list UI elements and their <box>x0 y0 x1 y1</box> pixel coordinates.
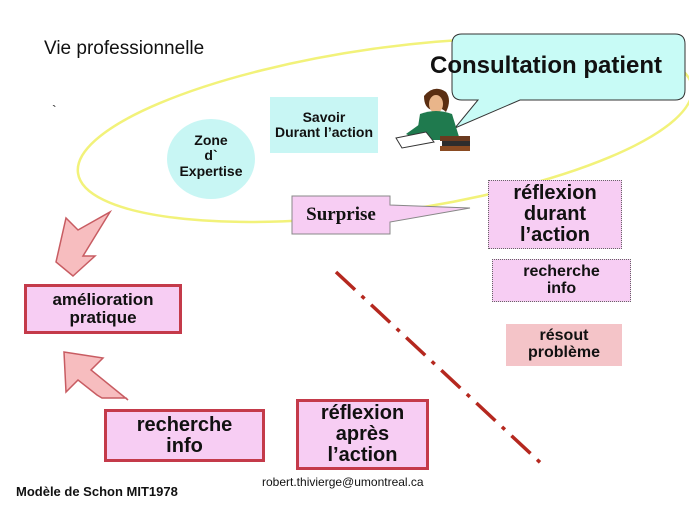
author-email: robert.thivierge@umontreal.ca <box>262 475 424 489</box>
amelioration-pratique-box: amélioration pratique <box>24 284 182 334</box>
consultation-label: Consultation patient <box>430 52 686 80</box>
resout-probleme-box: résout problème <box>506 324 622 366</box>
surprise-label: Surprise <box>293 196 389 234</box>
page-title: Vie professionnelle <box>44 38 204 60</box>
reflexion-durant-action-box: réflexion durant l’action <box>488 180 622 249</box>
arrow-up-upper <box>56 212 110 276</box>
recherche-info-bottom-box: recherche info <box>104 409 265 462</box>
arrow-up-lower <box>64 352 128 400</box>
model-credit: Modèle de Schon MIT1978 <box>16 484 178 499</box>
reflexion-apres-action-box: réflexion après l’action <box>296 399 429 470</box>
stray-tick-mark: ` <box>52 102 57 118</box>
savoir-durant-action-box: Savoir Durant l’action <box>270 97 378 153</box>
recherche-info-right-box: recherche info <box>492 259 631 302</box>
consultation-bubble <box>452 34 685 128</box>
zone-expertise-label: Zone d` Expertise <box>166 133 256 179</box>
